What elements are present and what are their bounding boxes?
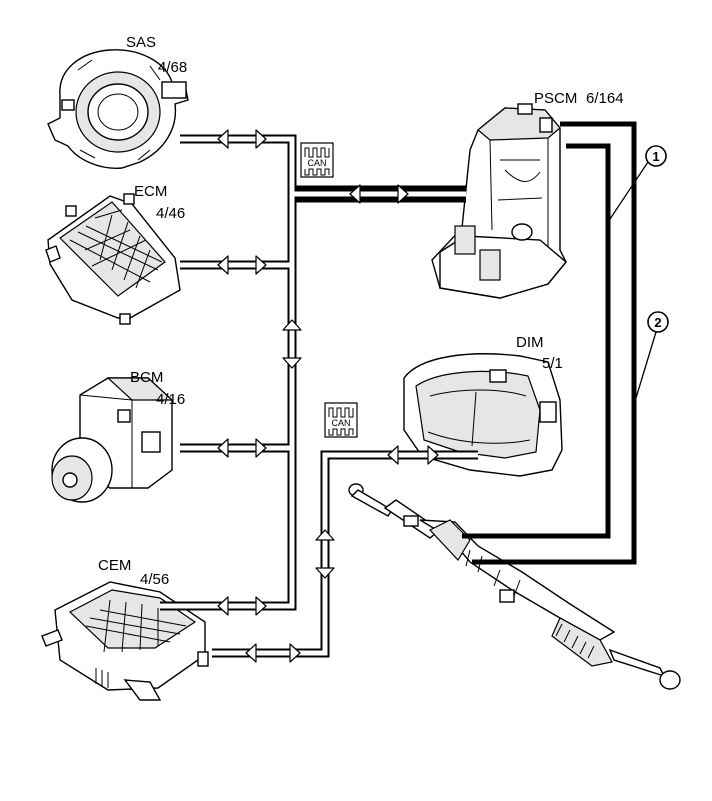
sas-ref: 4/68 <box>158 59 187 76</box>
callout-2: 2 <box>635 311 669 399</box>
can-badge-bottom: CAN <box>324 402 358 438</box>
callout-2-number: 2 <box>654 315 661 330</box>
bcm-label: BCM <box>130 369 163 386</box>
can-bus-a <box>160 134 466 611</box>
bus-arrow <box>349 184 409 204</box>
can-bus-b <box>212 450 478 658</box>
bus-arrow <box>217 129 267 149</box>
bus-arrow <box>217 596 267 616</box>
ecm-component <box>45 193 181 325</box>
ecm-ref: 4/46 <box>156 205 185 222</box>
can-badge-label: CAN <box>331 418 350 428</box>
pscm-component <box>431 103 567 299</box>
dim-label: DIM <box>516 334 544 351</box>
can-badge-top: CAN <box>300 142 334 178</box>
bcm-component <box>51 377 174 503</box>
callout-1-number: 1 <box>652 149 659 164</box>
steering-rack-component <box>348 483 681 690</box>
sas-component <box>47 49 189 169</box>
bus-arrow <box>315 529 335 579</box>
bus-arrow <box>282 319 302 369</box>
bus-arrow <box>387 445 439 465</box>
bus-arrow <box>217 438 267 458</box>
cem-ref: 4/56 <box>140 571 169 588</box>
bus-arrow <box>217 255 267 275</box>
pscm-ref: 6/164 <box>586 90 624 107</box>
callout-1: 1 <box>607 145 667 223</box>
ecm-label: ECM <box>134 183 167 200</box>
bus-arrow <box>245 643 301 663</box>
bus-arrows <box>217 129 439 663</box>
bcm-ref: 4/16 <box>156 391 185 408</box>
dim-component <box>403 353 563 477</box>
dim-ref: 5/1 <box>542 355 563 372</box>
pscm-rack-links <box>462 121 637 565</box>
cem-label: CEM <box>98 557 131 574</box>
pscm-label: PSCM <box>534 90 577 107</box>
can-badge-label: CAN <box>307 158 326 168</box>
sas-label: SAS <box>126 34 156 51</box>
cem-component <box>41 581 209 701</box>
